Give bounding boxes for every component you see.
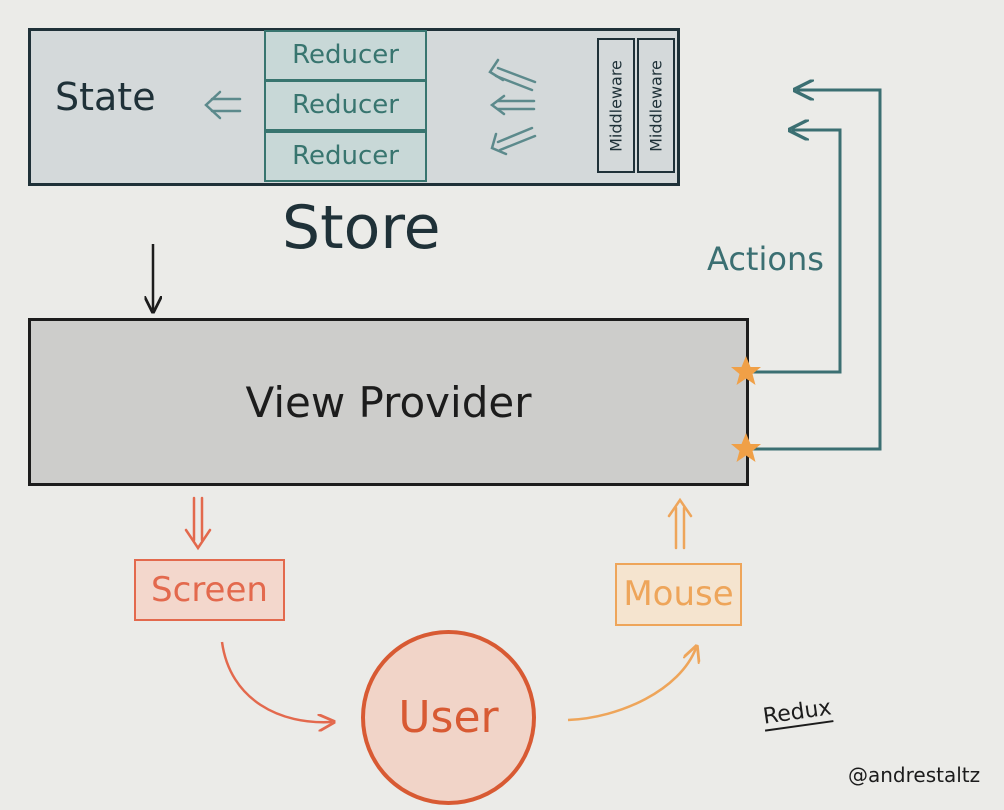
author-label: @andrestaltz — [848, 763, 981, 787]
actions-arrow — [748, 90, 882, 451]
view-provider-label: View Provider — [245, 377, 532, 427]
middleware-box: Middleware — [597, 38, 635, 173]
state-label: State — [55, 75, 156, 119]
view-provider-box — [28, 318, 749, 486]
up-double-arrow-icon — [667, 497, 693, 550]
middleware-to-reducer-arrows — [488, 58, 537, 156]
left-double-arrow-icon — [204, 90, 242, 120]
star-icon — [731, 356, 761, 385]
user-circle: User — [361, 630, 536, 805]
store-title: Store — [282, 193, 441, 263]
actions-arrow — [748, 130, 842, 374]
star-icon — [731, 433, 761, 462]
reducer-box: Reducer — [264, 80, 427, 131]
actions-label: Actions — [707, 240, 824, 278]
screen-box: Screen — [134, 559, 285, 621]
down-double-arrow-icon — [184, 496, 212, 551]
middleware-box: Middleware — [637, 38, 675, 173]
reducer-box: Reducer — [264, 131, 427, 182]
mouse-box: Mouse — [615, 563, 742, 626]
screen-to-user-arrow — [220, 641, 332, 722]
user-to-mouse-arrow — [567, 648, 696, 722]
